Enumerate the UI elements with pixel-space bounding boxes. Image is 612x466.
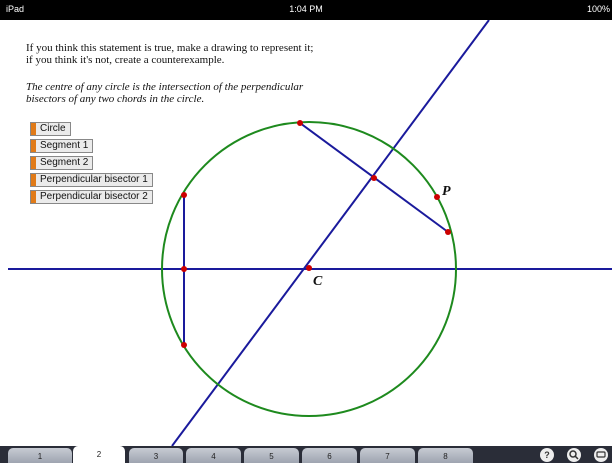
perpendicular-bisector-2[interactable]	[171, 20, 490, 446]
device-name: iPad	[6, 4, 25, 14]
page-tab-bar: 1 2 3 4 5 6 7 8 ?	[0, 446, 612, 463]
battery-level: 100%	[586, 4, 610, 14]
object-button-circle[interactable]: Circle	[30, 122, 71, 136]
segment-1-endpoint-top[interactable]	[181, 192, 187, 198]
point-c-label: C	[313, 274, 323, 289]
point-p[interactable]	[434, 194, 440, 200]
tab-page-7[interactable]: 7	[360, 448, 415, 463]
zoom-icon[interactable]	[567, 448, 581, 462]
tab-page-3[interactable]: 3	[129, 448, 183, 463]
object-button-segment-1[interactable]: Segment 1	[30, 139, 94, 153]
tab-page-5[interactable]: 5	[244, 448, 299, 463]
tab-page-8[interactable]: 8	[418, 448, 473, 463]
statement-line-2: bisectors of any two chords in the circl…	[26, 93, 205, 105]
tab-page-1[interactable]: 1	[8, 448, 72, 463]
object-label: Perpendicular bisector 2	[40, 191, 148, 202]
clock: 1:04 PM	[289, 4, 323, 14]
help-icon[interactable]: ?	[540, 448, 554, 462]
geometry-canvas[interactable]: P C	[0, 20, 612, 446]
segment-2-midpoint[interactable]	[371, 175, 377, 181]
tab-page-6[interactable]: 6	[302, 448, 357, 463]
segment-2-endpoint-top[interactable]	[297, 120, 303, 126]
statement: The centre of any circle is the intersec…	[26, 81, 346, 105]
point-p-label: P	[442, 184, 451, 199]
segment-1-midpoint[interactable]	[181, 266, 187, 272]
segment-1-endpoint-bottom[interactable]	[181, 342, 187, 348]
instructions-line-1: If you think this statement is true, mak…	[26, 42, 314, 54]
tab-page-4[interactable]: 4	[186, 448, 241, 463]
object-label: Segment 1	[40, 140, 89, 151]
object-label: Segment 2	[40, 157, 89, 168]
color-swatch	[31, 123, 36, 135]
circle[interactable]	[161, 121, 457, 417]
object-list: Circle Segment 1 Segment 2 Perpendicular…	[30, 122, 153, 207]
status-bar: iPad 1:04 PM 100%	[0, 0, 612, 20]
object-button-perpendicular-bisector-1[interactable]: Perpendicular bisector 1	[30, 173, 153, 187]
color-swatch	[31, 140, 36, 152]
segment-2-endpoint-bottom[interactable]	[445, 229, 451, 235]
object-button-segment-2[interactable]: Segment 2	[30, 156, 94, 170]
object-label: Perpendicular bisector 1	[40, 174, 148, 185]
instructions-line-2: if you think it's not, create a countere…	[26, 54, 225, 66]
color-swatch	[31, 157, 36, 169]
instructions: If you think this statement is true, mak…	[26, 42, 386, 66]
chat-icon[interactable]	[594, 448, 608, 462]
color-swatch	[31, 191, 36, 203]
statement-line-1: The centre of any circle is the intersec…	[26, 81, 304, 93]
center-point-c[interactable]	[306, 265, 312, 271]
color-swatch	[31, 174, 36, 186]
tab-page-2[interactable]: 2	[73, 446, 125, 463]
object-button-perpendicular-bisector-2[interactable]: Perpendicular bisector 2	[30, 190, 153, 204]
object-label: Circle	[40, 123, 66, 134]
